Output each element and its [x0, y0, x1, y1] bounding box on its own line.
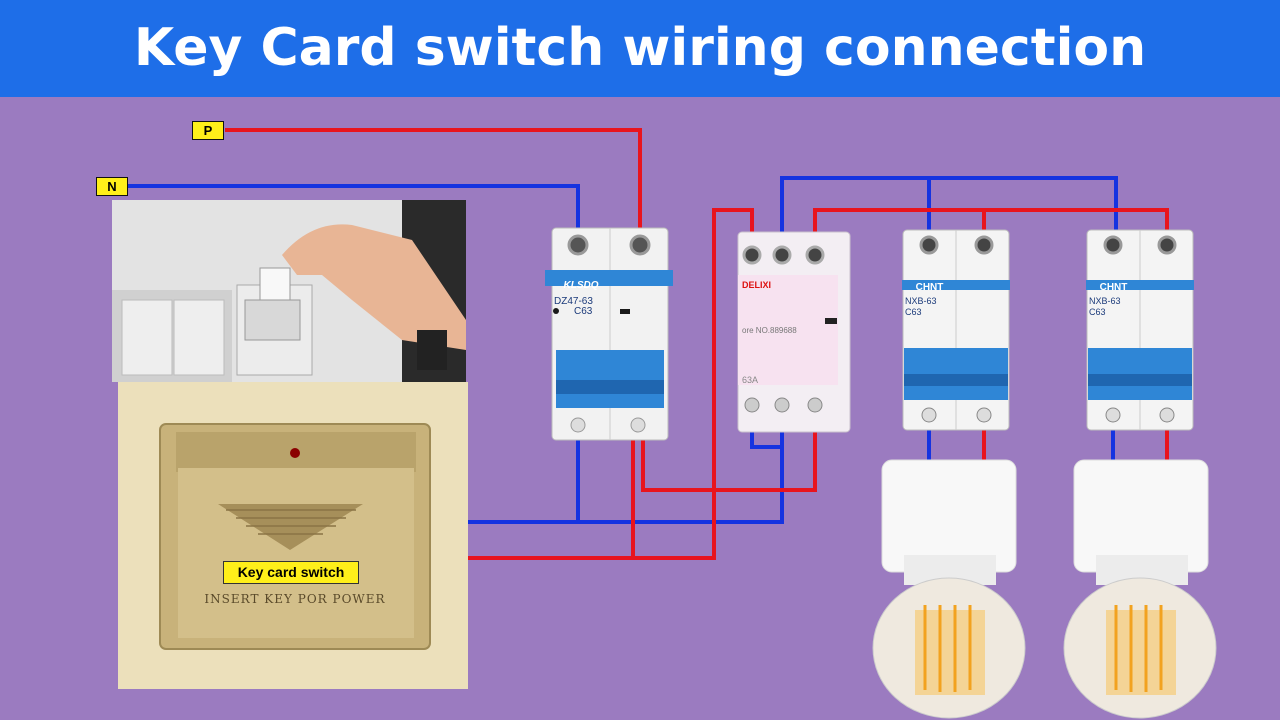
neutral-label: N: [96, 177, 128, 196]
breaker-2: [1086, 229, 1194, 431]
key-card-switch-label: Key card switch: [223, 561, 359, 584]
page-title: Key Card switch wiring connection: [133, 18, 1147, 78]
lamp-1: [872, 459, 1026, 719]
breaker-2-brand: CHNT: [1099, 282, 1128, 293]
contactor-current: 63A: [742, 375, 759, 385]
title-banner: [0, 0, 1280, 97]
main-breaker: [545, 227, 673, 441]
neutral-wire-main: [128, 184, 580, 245]
lamp-2: [1063, 459, 1217, 719]
phase-wire-contactor-in: [641, 405, 817, 492]
main-breaker-rating: C63: [574, 306, 593, 317]
breaker-1-model: NXB-63: [905, 296, 937, 306]
key-card-switch-panel: [118, 382, 468, 689]
contactor-serial: ore NO.889688: [742, 326, 797, 335]
photo-illustration: [112, 200, 466, 382]
main-breaker-brand: KLSDQ: [563, 280, 599, 291]
phase-wire-keycard: [468, 420, 635, 560]
insert-key-text: INSERT KEY POR POWER: [204, 592, 386, 606]
phase-wire-main: [225, 128, 642, 245]
main-breaker-model: DZ47-63: [554, 296, 593, 307]
phase-label: P: [192, 121, 224, 140]
contactor-brand: DELIXI: [742, 280, 772, 290]
phase-wire-keycard-return: [633, 208, 754, 560]
key-card-switch-illustration: [118, 382, 468, 689]
contactor: [737, 231, 851, 433]
neutral-wire-contactor-coil: [578, 405, 784, 524]
breaker-2-rating: C63: [1089, 307, 1106, 317]
breaker-1-brand: CHNT: [915, 282, 944, 293]
phase-wire-to-breakers: [813, 208, 1169, 250]
breaker-1: [902, 229, 1010, 431]
breaker-1-rating: C63: [905, 307, 922, 317]
breaker-2-model: NXB-63: [1089, 296, 1121, 306]
hand-inserting-card-photo: [112, 200, 466, 382]
